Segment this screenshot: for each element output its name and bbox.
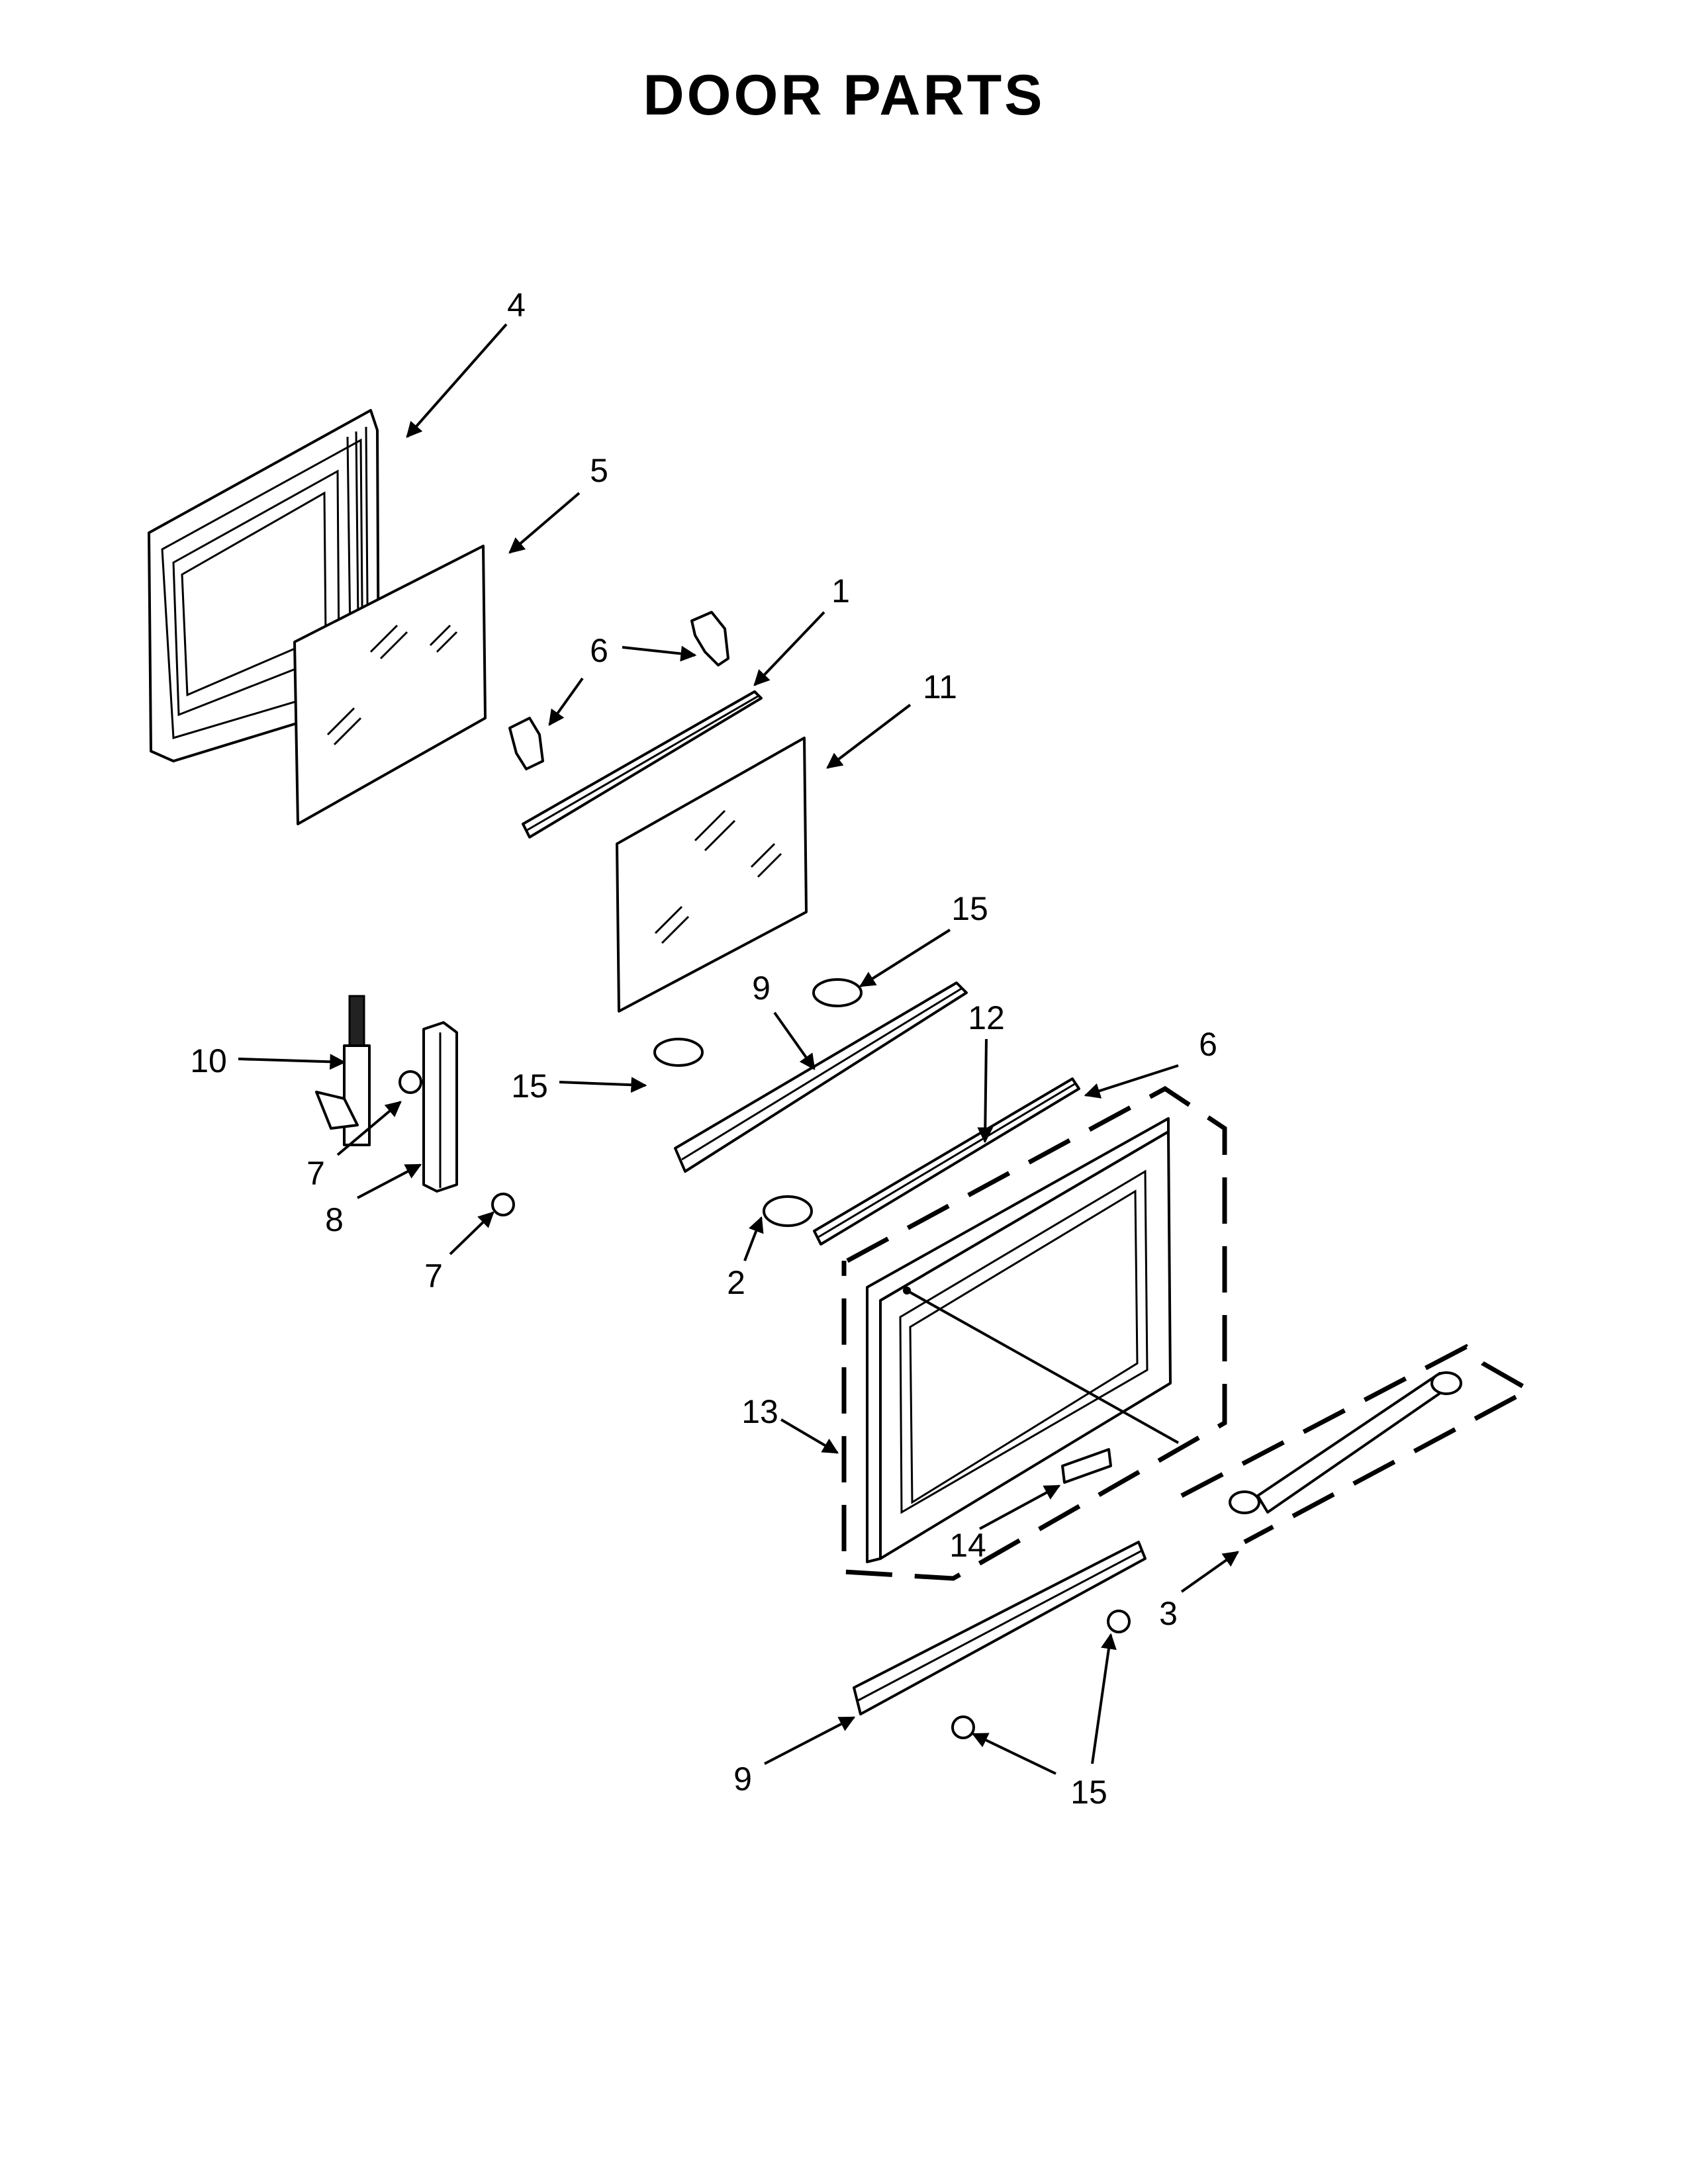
callout-2: 2 bbox=[727, 1264, 745, 1301]
page-title: DOOR PARTS bbox=[643, 64, 1045, 127]
callout-5: 5 bbox=[590, 452, 608, 489]
door-handle bbox=[1229, 1371, 1462, 1514]
callout-6: 6 bbox=[590, 632, 608, 669]
assembly-boundary bbox=[841, 1085, 1534, 1581]
hinge-receiver bbox=[422, 1021, 458, 1193]
callout-4: 4 bbox=[507, 287, 526, 324]
outer-glass-panel bbox=[293, 545, 487, 825]
callout-8: 8 bbox=[325, 1201, 344, 1238]
door-screws bbox=[653, 978, 1131, 1739]
callout-15: 15 bbox=[951, 890, 988, 927]
callout-9: 9 bbox=[752, 970, 771, 1007]
callout-13: 13 bbox=[741, 1393, 778, 1430]
glass-clip bbox=[508, 611, 729, 770]
door-channel-upper bbox=[674, 981, 968, 1173]
leader-lines bbox=[238, 323, 1239, 1775]
callout-9: 9 bbox=[733, 1760, 752, 1797]
door-hinge bbox=[315, 995, 371, 1146]
door-badge bbox=[1061, 1448, 1112, 1484]
callout-6: 6 bbox=[1199, 1026, 1217, 1063]
callout-1: 1 bbox=[831, 572, 850, 610]
callout-3: 3 bbox=[1159, 1595, 1178, 1632]
callout-11: 11 bbox=[923, 668, 957, 705]
callout-10: 10 bbox=[190, 1042, 227, 1079]
outer-door-panel bbox=[866, 1117, 1179, 1563]
inner-glass-panel bbox=[616, 737, 808, 1013]
hinge-screw bbox=[399, 1070, 515, 1216]
callout-12: 12 bbox=[968, 999, 1005, 1036]
callout-7: 7 bbox=[424, 1257, 443, 1295]
callout-labels: 4 5 1 6 11 15 9 10 15 12 6 7 8 7 2 13 14… bbox=[190, 287, 1217, 1811]
door-channel-lower bbox=[853, 1541, 1147, 1715]
callout-7: 7 bbox=[306, 1155, 325, 1192]
callout-14: 14 bbox=[949, 1527, 986, 1564]
callout-15: 15 bbox=[1070, 1774, 1107, 1811]
callout-15: 15 bbox=[511, 1068, 548, 1105]
door-trim bbox=[522, 690, 763, 839]
